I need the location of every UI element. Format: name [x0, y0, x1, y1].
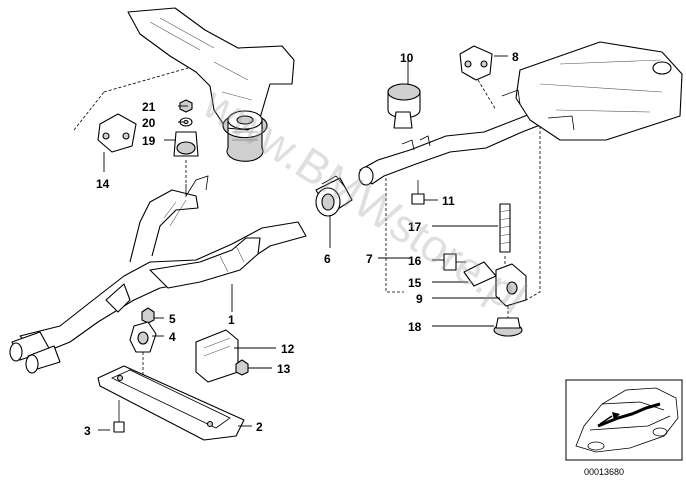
callout-5: 5 [169, 312, 176, 326]
bolt-11 [411, 180, 425, 205]
callout-20: 20 [142, 116, 156, 130]
stud-17 [499, 203, 511, 253]
callout-7: 7 [366, 252, 373, 266]
bracket-14 [97, 113, 137, 153]
callout-19: 19 [142, 134, 156, 148]
watermark: www.BMWstore.pl [194, 76, 536, 323]
callout-3: 3 [84, 424, 91, 438]
rear-muffler [501, 41, 683, 141]
callout-18: 18 [408, 320, 422, 334]
front-pipe-1 [9, 175, 307, 374]
callout-13: 13 [277, 362, 291, 376]
car-location-inset [565, 379, 683, 461]
reference-number: 00013680 [584, 467, 624, 477]
callout-17: 17 [408, 220, 422, 234]
bracket-8 [459, 45, 493, 81]
bolt-3 [113, 400, 125, 433]
callout-4: 4 [169, 330, 176, 344]
front-pipe-section [127, 7, 295, 162]
callout-8: 8 [512, 50, 519, 64]
bolt-16 [443, 253, 466, 271]
callout-21: 21 [142, 100, 156, 114]
nut-13 [235, 359, 249, 376]
rubber-buffer-18 [493, 317, 523, 337]
callout-14: 14 [96, 177, 110, 191]
callout-1: 1 [228, 313, 235, 327]
callout-6: 6 [324, 252, 331, 266]
rubber-mount-19 [173, 131, 199, 157]
callout-12: 12 [281, 342, 295, 356]
nut-5 [141, 307, 155, 324]
mount-9 [495, 263, 527, 307]
callout-15: 15 [408, 276, 422, 290]
callout-labels: 21 20 19 14 1 5 4 12 13 2 3 6 7 10 8 11 … [84, 50, 519, 438]
heat-shield-12 [195, 329, 239, 383]
rubber-mount-10 [387, 83, 421, 129]
callout-10: 10 [400, 51, 414, 65]
callout-2: 2 [256, 420, 263, 434]
callout-9: 9 [416, 292, 423, 306]
callout-11: 11 [442, 194, 455, 208]
rear-pipe-7 [358, 109, 549, 186]
clamp-6 [315, 175, 353, 217]
protective-plate-2 [97, 365, 245, 441]
rubber-mount-4 [129, 321, 157, 353]
leader-lines [98, 55, 508, 431]
callout-16: 16 [408, 254, 422, 268]
